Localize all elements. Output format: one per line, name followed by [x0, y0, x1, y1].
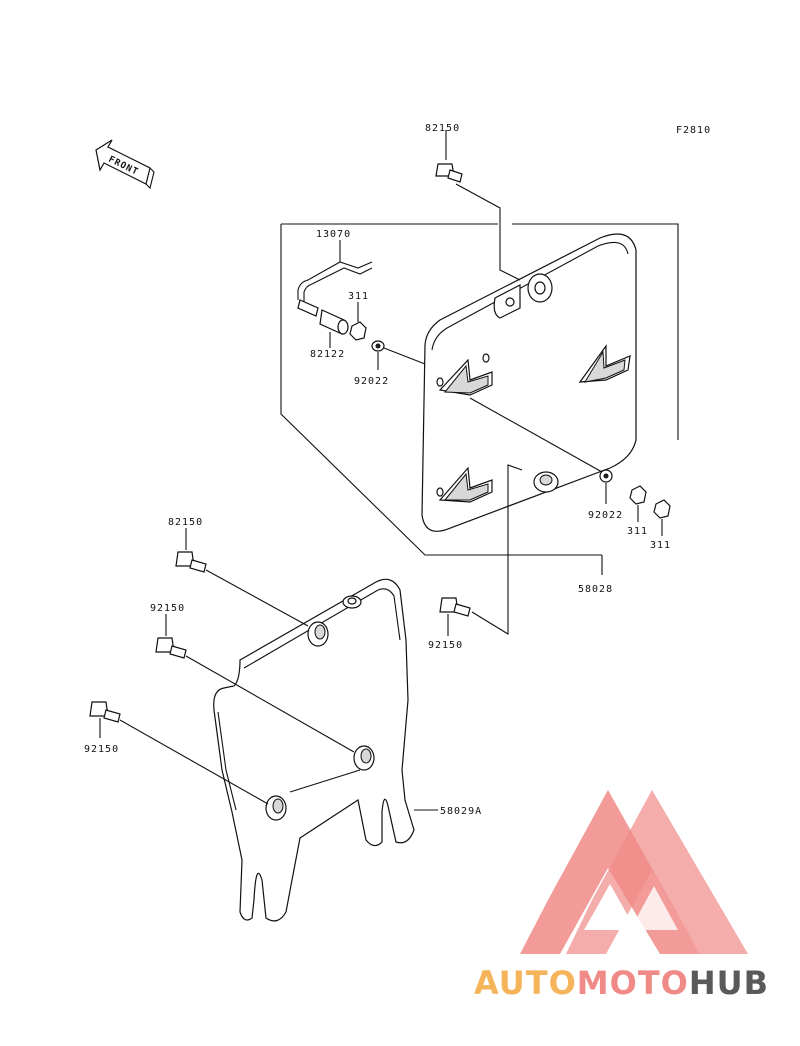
upper-plate: [421, 233, 637, 532]
lower-plate: 58029A: [213, 578, 482, 922]
label-washer-lower: 92022: [588, 510, 623, 521]
upper-assembly-frame: [280, 223, 679, 575]
watermark-text-hub: HUB: [689, 964, 769, 1002]
label-nut-lower-2: 311: [650, 540, 671, 551]
nut-upper: 311: [348, 291, 369, 341]
label-plate-assembly: 58028: [578, 584, 613, 595]
label-bolt-mid: 92150: [428, 640, 463, 651]
front-arrow-icon: FRONT: [95, 139, 155, 190]
watermark-logo: AUTOMOTOHUB: [474, 790, 769, 1002]
bolt-mid: 92150: [428, 464, 523, 651]
bolt-left-1: 82150: [168, 517, 309, 627]
label-washer-upper: 92022: [354, 376, 389, 387]
bolt-left-2: 92150: [150, 603, 355, 753]
washer-lower: 92022: [588, 469, 623, 521]
nut-lower-2: 311: [650, 499, 671, 551]
bolt-left-3: 92150: [84, 701, 361, 805]
label-pin: 13070: [316, 229, 351, 240]
figure-code: F2810: [676, 125, 711, 136]
bolt-top: 82150: [425, 123, 521, 281]
watermark-text-moto: MOTO: [577, 964, 689, 1002]
label-bolt-left-1: 82150: [168, 517, 203, 528]
collar: 82122: [310, 309, 349, 360]
label-collar: 82122: [310, 349, 345, 360]
pin: 13070: [297, 229, 373, 317]
watermark-text-auto: AUTO: [474, 964, 577, 1002]
label-bolt-left-2: 92150: [150, 603, 185, 614]
label-nut-lower-1: 311: [627, 526, 648, 537]
label-nut-upper: 311: [348, 291, 369, 302]
svg-text:AUTOMOTOHUB: AUTOMOTOHUB: [474, 964, 769, 1002]
label-lower-plate: 58029A: [440, 806, 482, 817]
label-bolt-top: 82150: [425, 123, 460, 134]
nut-lower-1: 311: [627, 485, 648, 537]
label-bolt-left-3: 92150: [84, 744, 119, 755]
washer-upper: 92022: [354, 340, 426, 387]
